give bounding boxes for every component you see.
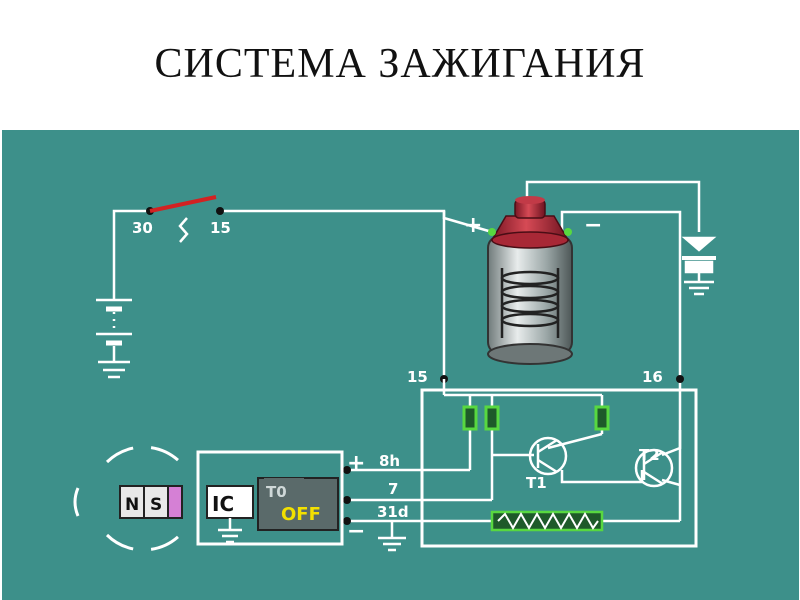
wire-switch-to-coil [220,209,493,234]
resistor-icon [490,510,604,532]
sensor-t0-label: T0 [266,483,287,501]
module-wiring [347,379,682,523]
transistor-t2-icon [634,448,674,488]
connector-pin-7: 7 [388,480,398,498]
sensor-outline [196,450,344,546]
module-outline [420,388,698,548]
ignition-switch: 30 15 [132,195,231,243]
spark-plug-ground-icon [681,236,717,296]
magnet-n-label: N [125,495,139,515]
page-title: СИСТЕМА ЗАЖИГАНИЯ [154,41,646,87]
coil-plus-label: + [464,213,482,238]
sensor-ic-label: IC [212,492,234,516]
switch-label-30: 30 [132,219,153,237]
connector: + − 8h 7 31d [343,451,409,552]
connector-pin-8h: 8h [379,452,400,470]
connector-pin-31d: 31d [377,503,409,521]
wire-coil-minus [560,210,682,485]
wiring [112,180,701,485]
battery-icon [96,298,132,379]
ignition-coil: + − [464,196,602,365]
switch-label-15: 15 [210,219,231,237]
coil-minus-label: − [584,213,602,238]
ignition-diagram-panel: 30 15 + − 15 [2,130,799,600]
magnet-rotor: N S [73,445,183,552]
module-terminal-15: 15 [407,368,428,386]
transistor-t1-icon [528,436,568,476]
magnet-s-label: S [150,495,162,515]
sensor-state-off: OFF [281,504,321,525]
switching-module: 15 16 [347,368,698,548]
connector-minus: − [347,519,365,544]
wire-battery-top [112,209,150,300]
transistor-t2-label: T2 [639,446,660,464]
transistor-t1-label: T1 [526,474,547,492]
connector-plus: + [347,451,365,476]
ignition-diagram: 30 15 + − 15 [73,180,717,552]
module-terminal-16: 16 [642,368,663,386]
hall-sensor: IC T0 OFF [196,450,344,546]
module-terminals [462,405,610,431]
wire-coil-top-ground [525,180,701,232]
